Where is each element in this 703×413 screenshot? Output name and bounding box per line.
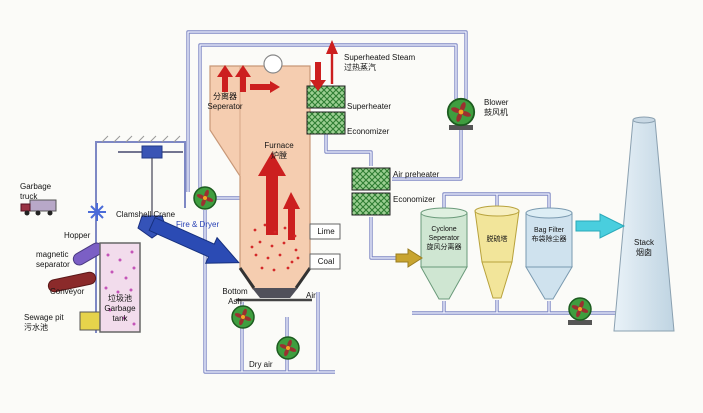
stack-shape xyxy=(613,116,675,332)
hopper-icon xyxy=(88,203,106,221)
flue-gas-arrow-cyan xyxy=(575,213,626,239)
bag-filter-vessel xyxy=(525,207,573,300)
primary-air-fan-icon xyxy=(193,186,217,210)
flue-gas-arrow-yellow xyxy=(395,248,423,268)
conveyor-icon xyxy=(47,271,97,293)
garbage-truck-icon xyxy=(20,199,57,216)
desulfurization-tower-vessel xyxy=(474,205,520,299)
bottom-ash-hopper xyxy=(236,267,312,302)
id-fan-base xyxy=(568,320,592,325)
air-preheater-bank xyxy=(351,167,391,191)
lime-box xyxy=(309,223,341,240)
steam-drum xyxy=(263,54,283,74)
blower-base xyxy=(449,125,473,130)
economizer-upper-bank xyxy=(306,111,346,135)
fire-particles xyxy=(250,223,300,272)
pipework xyxy=(186,30,620,374)
feed-chute-arrow xyxy=(148,216,240,264)
ash-air-fan-icon xyxy=(231,305,255,329)
coal-box xyxy=(309,253,341,270)
cyclone-separator-vessel xyxy=(420,207,468,300)
economizer-lower-bank xyxy=(351,192,391,216)
induced-draft-fan-icon xyxy=(568,297,592,321)
garbage-tank-icon xyxy=(99,242,141,333)
blower-fan-icon xyxy=(446,97,476,127)
superheater-bank xyxy=(306,85,346,109)
steam-flow-arrows xyxy=(217,40,338,240)
dry-air-fan-icon xyxy=(276,336,300,360)
sewage-pit-icon xyxy=(79,311,103,331)
